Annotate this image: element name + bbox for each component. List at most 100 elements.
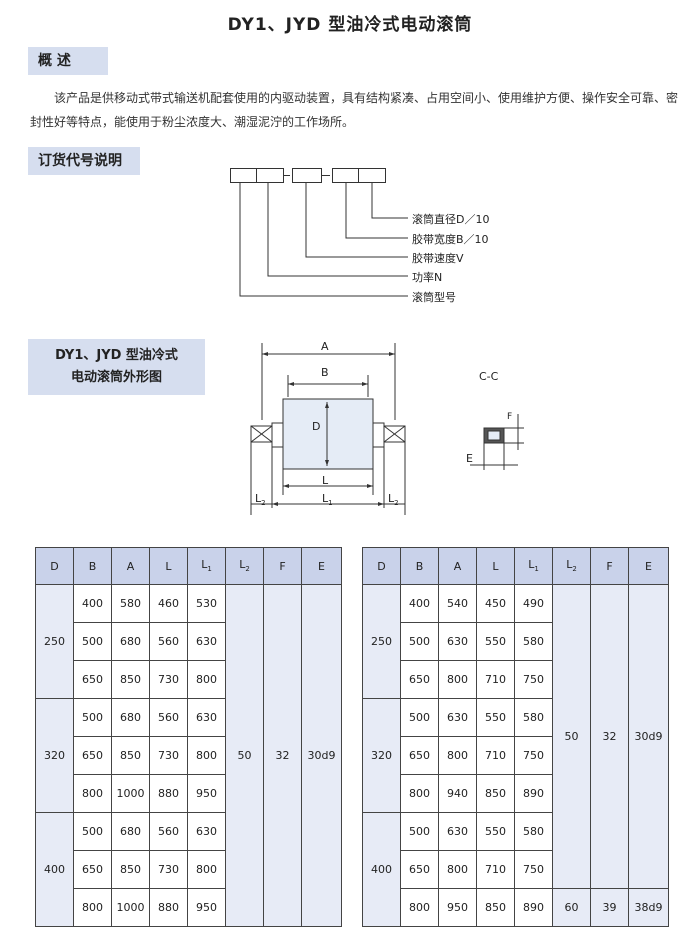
cell-f: 32 [590,584,629,889]
cell-l1: 630 [187,698,226,737]
code-item-width: 胶带宽度B／10 [412,233,489,246]
cell-l1: 950 [187,774,226,813]
order-code-heading: 订货代号说明 [28,147,140,175]
figure-heading-line2: 电动滚筒外形图 [70,370,162,385]
cell-f: 39 [590,888,629,927]
cell-a: 630 [438,622,477,661]
cell-l1: 630 [187,622,226,661]
cell-b: 800 [400,774,439,813]
cell-d: 250 [35,584,74,699]
col-header-e: E [628,547,669,585]
table-row: 320 500 630 550 580 [362,698,669,813]
cell-a: 540 [438,584,477,623]
cell-d: 400 [362,812,401,927]
cell-l1: 580 [514,622,553,661]
cell-f: 32 [263,584,302,927]
cell-l1: 800 [187,660,226,699]
cell-a: 850 [111,736,150,775]
cell-b: 650 [400,850,439,889]
cell-l2: 50 [552,584,591,889]
dim-label-l1: L1 [322,492,333,508]
dim-label-l2-right: L2 [388,492,399,508]
cell-a: 800 [438,736,477,775]
dim-label-a: A [321,340,329,353]
cell-b: 650 [73,850,112,889]
col-header-l2: L2 [225,547,264,585]
cell-l1: 750 [514,736,553,775]
cell-d: 400 [35,812,74,927]
cell-a: 680 [111,812,150,851]
table-row: 500 680 560 630 [36,622,342,661]
cell-l: 560 [149,622,188,661]
code-item-model: 滚筒型号 [412,291,456,304]
col-header-l1: L1 [187,547,226,585]
overview-text: 该产品是供移动式带式输送机配套使用的内驱动装置，具有结构紧凑、占用空间小、使用维… [30,91,679,129]
cell-b: 800 [73,888,112,927]
col-header-d: D [362,547,401,585]
cell-l: 710 [476,660,515,699]
spec-table-left: D B A L L1 L2 F E 250 400 580 460 530 50… [35,547,342,927]
cell-l1: 800 [187,736,226,775]
code-item-power: 功率N [412,271,443,284]
cell-b: 650 [73,660,112,699]
col-header-l2: L2 [552,547,591,585]
cell-d: 320 [35,698,74,813]
cell-l: 710 [476,736,515,775]
cell-b: 800 [73,774,112,813]
col-header-b: B [400,547,439,585]
code-item-diameter: 滚筒直径D／10 [412,213,490,226]
cell-l: 880 [149,774,188,813]
cell-l: 880 [149,888,188,927]
spec-table-right: D B A L L1 L2 F E 250 400 540 450 490 50… [362,547,669,927]
drum-drawing [250,343,524,515]
col-header-e: E [301,547,342,585]
cell-b: 500 [400,812,439,851]
col-header-a: A [111,547,150,585]
cell-a: 940 [438,774,477,813]
table-row: 250 400 540 450 490 50 32 30d9 [362,584,669,889]
cell-a: 630 [438,812,477,851]
table-row: 500 630 550 580 [363,622,669,661]
code-item-speed: 胶带速度V [412,252,464,265]
cell-b: 650 [73,736,112,775]
cell-a: 580 [111,584,150,623]
code-dash [284,175,290,176]
cell-l: 710 [476,850,515,889]
cell-l: 550 [476,812,515,851]
dim-label-l: L [322,474,329,487]
cell-l1: 750 [514,850,553,889]
code-box-diameter [358,168,386,183]
table-row: 650 850 730 800 [36,850,342,889]
cell-b: 400 [400,584,439,623]
cell-a: 1000 [111,774,150,813]
table-row: 400 500 680 560 630 [35,812,342,927]
figure-heading-line1: DY1、JYD 型油冷式 [55,348,178,363]
cell-l2: 50 [225,584,264,927]
cell-l1: 530 [187,584,226,623]
cell-b: 400 [73,584,112,623]
cell-e: 30d9 [301,584,342,927]
cell-b: 500 [73,812,112,851]
code-box-speed [292,168,322,183]
cell-e: 30d9 [628,584,669,889]
section-label-f: F [507,412,513,422]
cell-l1: 800 [187,850,226,889]
dim-label-d: D [312,420,321,433]
cell-e: 38d9 [628,888,669,927]
cell-a: 800 [438,850,477,889]
cell-l1: 950 [187,888,226,927]
cell-l1: 890 [514,888,553,927]
table-row: 250 400 580 460 530 50 32 30d9 [35,584,342,927]
cell-a: 1000 [111,888,150,927]
cell-l: 560 [149,812,188,851]
table-row: 320 500 680 560 630 [35,698,342,813]
cell-l: 730 [149,660,188,699]
order-code-leader-lines [239,183,408,297]
cell-b: 500 [73,698,112,737]
cell-b: 500 [73,622,112,661]
cell-a: 950 [438,888,477,927]
cell-l: 450 [476,584,515,623]
table-header-row: D B A L L1 L2 F E [35,547,342,585]
section-title: C-C [479,370,499,383]
cell-b: 650 [400,736,439,775]
